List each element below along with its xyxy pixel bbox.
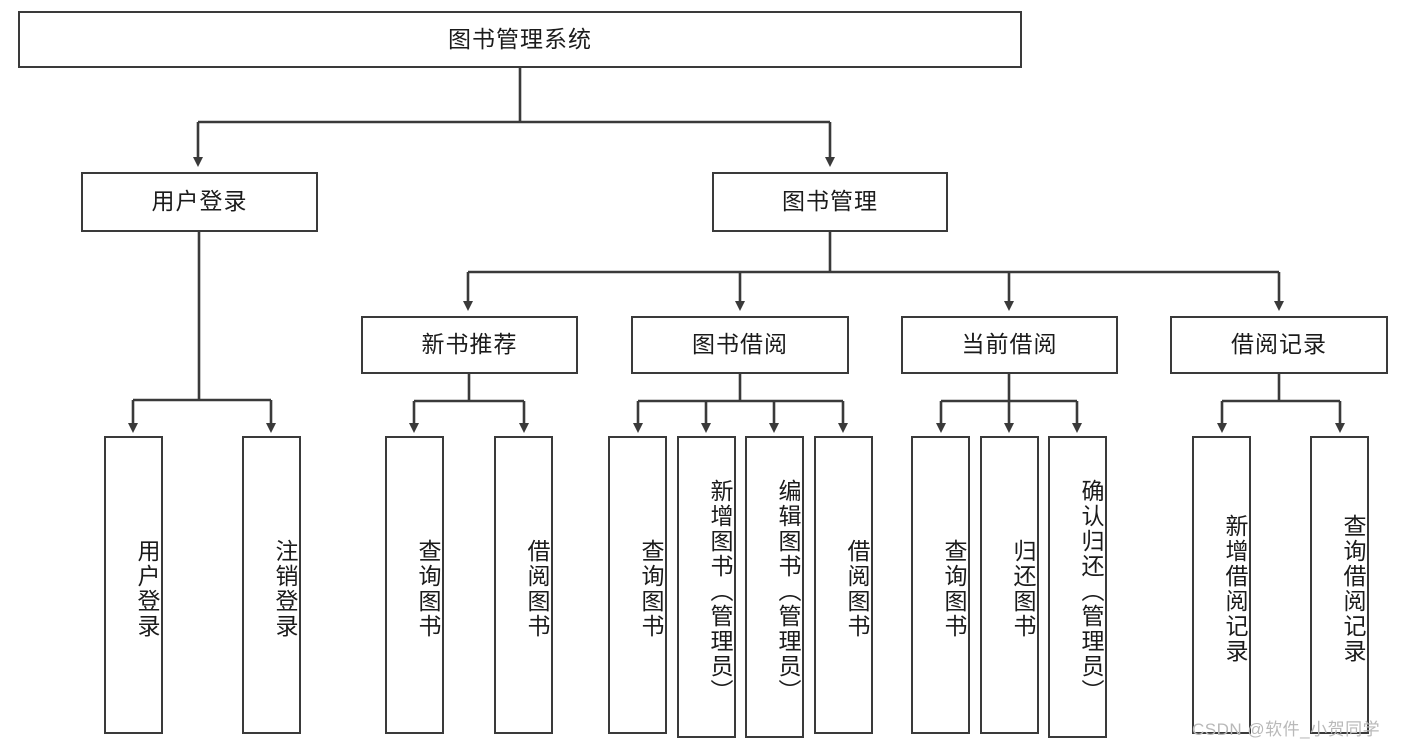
node-leaf-user-login-1[interactable]: 注销登录	[242, 436, 301, 734]
node-leaf-book-borrow-2-label: 编辑图书（管理员）	[775, 478, 801, 704]
node-new-book-recommend[interactable]: 新书推荐	[361, 316, 578, 374]
node-user-login-label: 用户登录	[151, 188, 248, 215]
csdn-watermark: CSDN @软件_小贺同学	[1192, 720, 1381, 739]
node-user-login[interactable]: 用户登录	[81, 172, 318, 232]
node-leaf-borrow-record-0-label: 新增借阅记录	[1222, 514, 1248, 664]
node-current-borrow[interactable]: 当前借阅	[901, 316, 1118, 374]
node-new-book-recommend-label: 新书推荐	[421, 331, 518, 358]
node-leaf-user-login-1-label: 注销登录	[272, 539, 298, 639]
node-leaf-book-borrow-3-label: 借阅图书	[844, 539, 870, 639]
node-current-borrow-label: 当前借阅	[961, 331, 1058, 358]
node-leaf-new-book-rec-0-label: 查询图书	[415, 539, 441, 639]
node-leaf-book-borrow-2[interactable]: 编辑图书（管理员）	[745, 436, 804, 738]
node-leaf-user-login-0[interactable]: 用户登录	[104, 436, 163, 734]
node-leaf-current-borrow-2-label: 确认归还（管理员）	[1078, 478, 1104, 704]
node-leaf-book-borrow-3[interactable]: 借阅图书	[814, 436, 873, 734]
node-book-borrow-label: 图书借阅	[692, 331, 788, 358]
node-root-system[interactable]: 图书管理系统	[18, 11, 1022, 68]
node-leaf-current-borrow-0[interactable]: 查询图书	[911, 436, 970, 734]
node-leaf-new-book-rec-1[interactable]: 借阅图书	[494, 436, 553, 734]
node-leaf-user-login-0-label: 用户登录	[134, 539, 160, 639]
node-leaf-book-borrow-1[interactable]: 新增图书（管理员）	[677, 436, 736, 738]
node-borrow-record[interactable]: 借阅记录	[1170, 316, 1388, 374]
node-leaf-current-borrow-0-label: 查询图书	[941, 539, 967, 639]
node-leaf-current-borrow-2[interactable]: 确认归还（管理员）	[1048, 436, 1107, 738]
node-leaf-new-book-rec-1-label: 借阅图书	[524, 539, 550, 639]
node-leaf-borrow-record-1[interactable]: 查询借阅记录	[1310, 436, 1369, 734]
node-leaf-current-borrow-1-label: 归还图书	[1010, 539, 1036, 639]
node-leaf-book-borrow-0[interactable]: 查询图书	[608, 436, 667, 734]
node-borrow-record-label: 借阅记录	[1231, 331, 1327, 358]
node-book-management-label: 图书管理	[782, 188, 878, 215]
node-book-management[interactable]: 图书管理	[712, 172, 948, 232]
node-leaf-borrow-record-1-label: 查询借阅记录	[1340, 514, 1366, 664]
node-leaf-borrow-record-0[interactable]: 新增借阅记录	[1192, 436, 1251, 734]
node-leaf-new-book-rec-0[interactable]: 查询图书	[385, 436, 444, 734]
node-root-system-label: 图书管理系统	[448, 25, 592, 52]
node-leaf-book-borrow-1-label: 新增图书（管理员）	[707, 478, 733, 704]
node-leaf-current-borrow-1[interactable]: 归还图书	[980, 436, 1039, 734]
node-leaf-book-borrow-0-label: 查询图书	[638, 539, 664, 639]
node-book-borrow[interactable]: 图书借阅	[631, 316, 849, 374]
